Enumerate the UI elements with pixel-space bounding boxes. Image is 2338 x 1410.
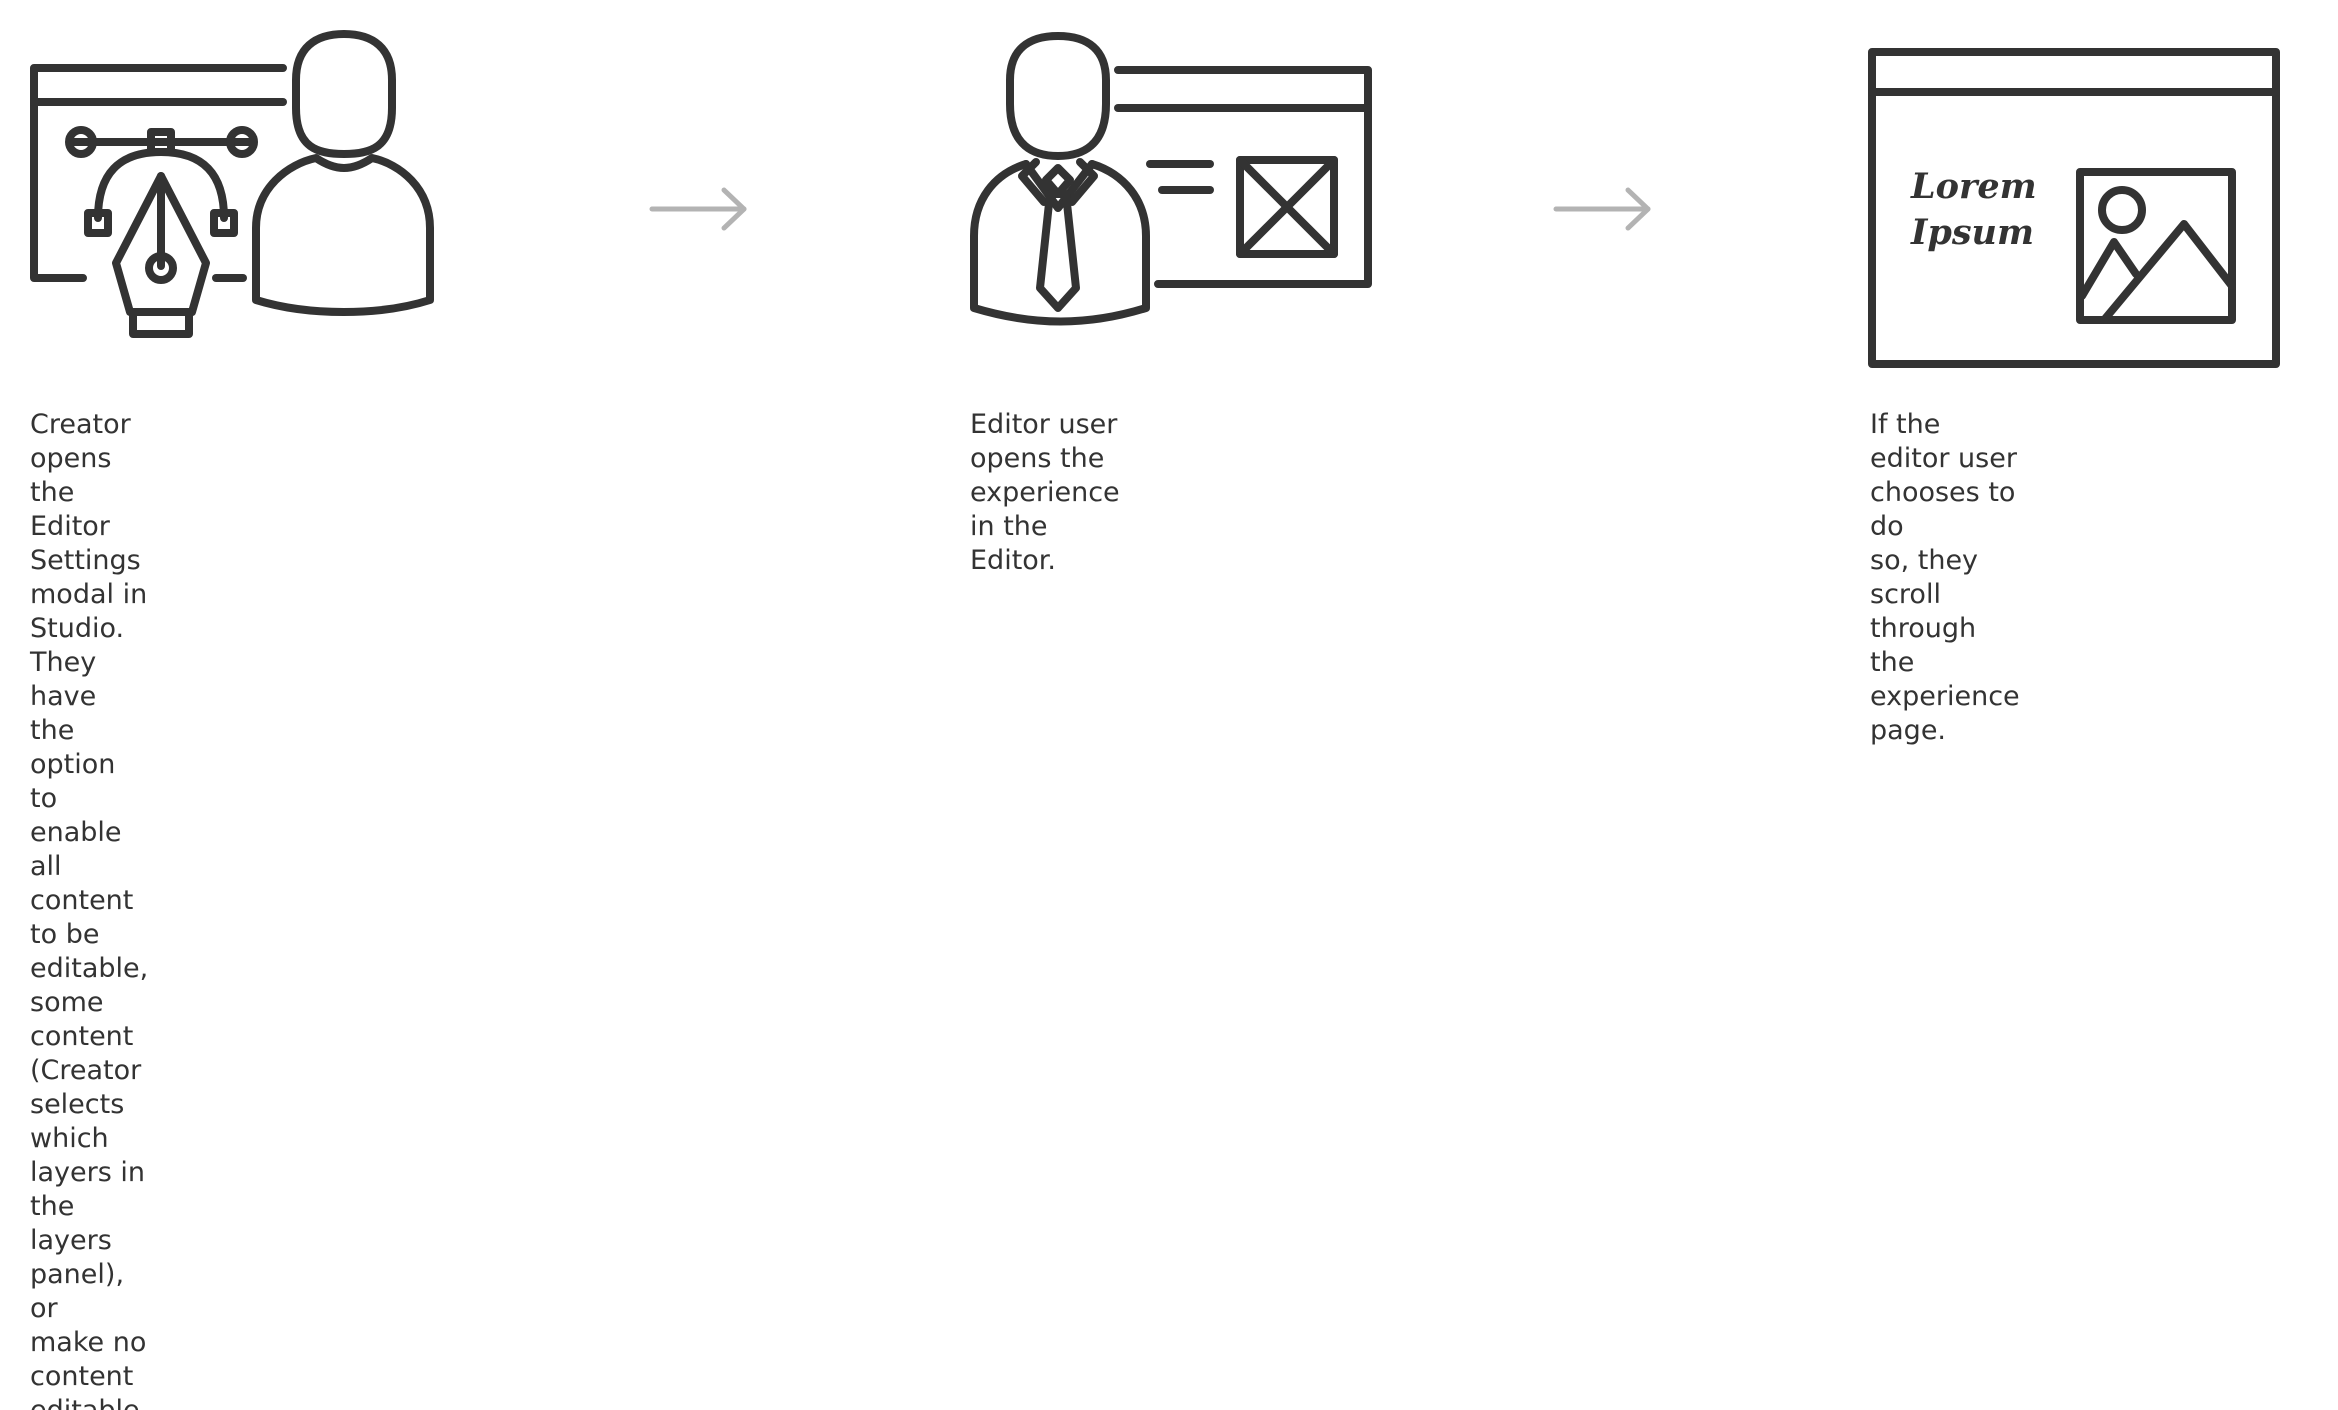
experience-page-icon: Lorem Ipsum: [1868, 48, 2280, 368]
editor-user-icon: [970, 32, 1372, 326]
step-experience-page-caption: If the editor user chooses to do so, the…: [1870, 409, 2020, 746]
step-editor-user-caption: Editor user opens the experience in the …: [970, 409, 1120, 576]
right-arrow-icon: [649, 187, 747, 231]
creator-pen-tool-icon: [30, 30, 434, 338]
right-arrow-icon: [1553, 187, 1651, 231]
step-creator-caption: Creator opens the Editor Settings modal …: [30, 409, 149, 1410]
page-heading-line1: Lorem: [1910, 166, 2037, 207]
page-heading-line2: Ipsum: [1910, 212, 2034, 253]
